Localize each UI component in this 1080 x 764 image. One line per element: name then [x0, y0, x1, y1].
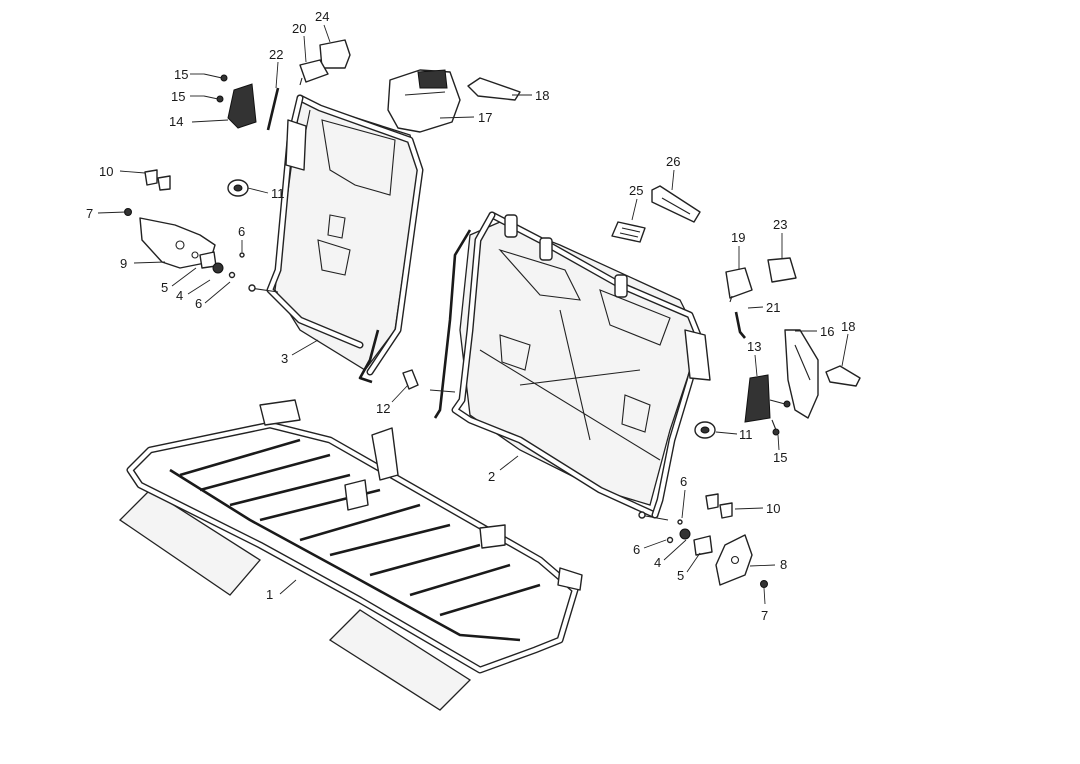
- callout-20: 20: [292, 21, 306, 36]
- callout-16: 16: [820, 324, 834, 339]
- part-13-latch: [744, 374, 771, 423]
- callout-5-right: 5: [677, 568, 684, 583]
- callout-12: 12: [376, 401, 390, 416]
- callout-2: 2: [488, 469, 495, 484]
- part-19-clip: [725, 267, 753, 303]
- seat-cushion-frame: [118, 399, 583, 711]
- part-23-cover: [767, 257, 797, 283]
- callout-21: 21: [766, 300, 780, 315]
- callout-11-right: 11: [739, 427, 753, 442]
- part-17-headrest-cover: [387, 69, 461, 133]
- callout-18-right: 18: [841, 319, 855, 334]
- callout-labels: 1 2 3 4 4 5 5 6 6 6 6 7 7 8 9 10 10 11 1…: [86, 9, 855, 623]
- callout-6-right-lower: 6: [633, 542, 640, 557]
- callout-17: 17: [478, 110, 492, 125]
- part-7-clip-right: [760, 580, 768, 588]
- part-14-bracket: [227, 83, 257, 129]
- callout-10-right: 10: [766, 501, 780, 516]
- callout-1: 1: [266, 587, 273, 602]
- callout-6-right-upper: 6: [680, 474, 687, 489]
- callout-24: 24: [315, 9, 329, 24]
- callout-15-upper: 15: [174, 67, 188, 82]
- part-5-4-6-hardware-left: [199, 251, 245, 279]
- callout-4-right: 4: [654, 555, 661, 570]
- part-24-cover: [319, 39, 351, 69]
- callout-22: 22: [269, 47, 283, 62]
- callout-9: 9: [120, 256, 127, 271]
- part-15-bolts-upper: [203, 73, 228, 103]
- callout-7-right: 7: [761, 608, 768, 623]
- callout-3: 3: [281, 351, 288, 366]
- part-21-rod: [734, 311, 746, 339]
- callout-4-left: 4: [176, 288, 183, 303]
- callout-15-lower: 15: [773, 450, 787, 465]
- callout-6-left-upper: 6: [238, 224, 245, 239]
- callout-18-left: 18: [535, 88, 549, 103]
- callout-14: 14: [169, 114, 183, 129]
- part-12-pin: [402, 369, 419, 390]
- seat-back-frame-small: [248, 94, 424, 384]
- part-22-rod: [266, 87, 280, 131]
- callout-13: 13: [747, 339, 761, 354]
- part-10-clips-left: [144, 169, 171, 191]
- callout-23: 23: [773, 217, 787, 232]
- callout-10-left: 10: [99, 164, 113, 179]
- seat-back-frame-large: [429, 211, 711, 521]
- part-25-clip: [611, 221, 646, 243]
- part-20-clip: [299, 59, 329, 86]
- part-8-hinge-bracket: [715, 534, 753, 586]
- callout-7-left: 7: [86, 206, 93, 221]
- callout-15-middle: 15: [171, 89, 185, 104]
- part-10-clips-right: [705, 493, 733, 519]
- callout-5-left: 5: [161, 280, 168, 295]
- part-15-bolts-lower: [769, 399, 791, 436]
- part-11-grommet-left: [227, 179, 249, 197]
- part-5-4-6-hardware-right: [666, 519, 713, 556]
- part-18-strap-right: [825, 365, 861, 387]
- callout-6-left-lower: 6: [195, 296, 202, 311]
- callout-11-left: 11: [271, 186, 285, 201]
- part-16-side-trim: [784, 329, 819, 419]
- callout-26: 26: [666, 154, 680, 169]
- callout-8: 8: [780, 557, 787, 572]
- callout-19: 19: [731, 230, 745, 245]
- part-18-strap-left: [467, 77, 521, 101]
- part-26-bracket: [651, 185, 701, 223]
- part-11-grommet-right: [694, 421, 716, 439]
- callout-25: 25: [629, 183, 643, 198]
- leader-lines: [97, 24, 849, 605]
